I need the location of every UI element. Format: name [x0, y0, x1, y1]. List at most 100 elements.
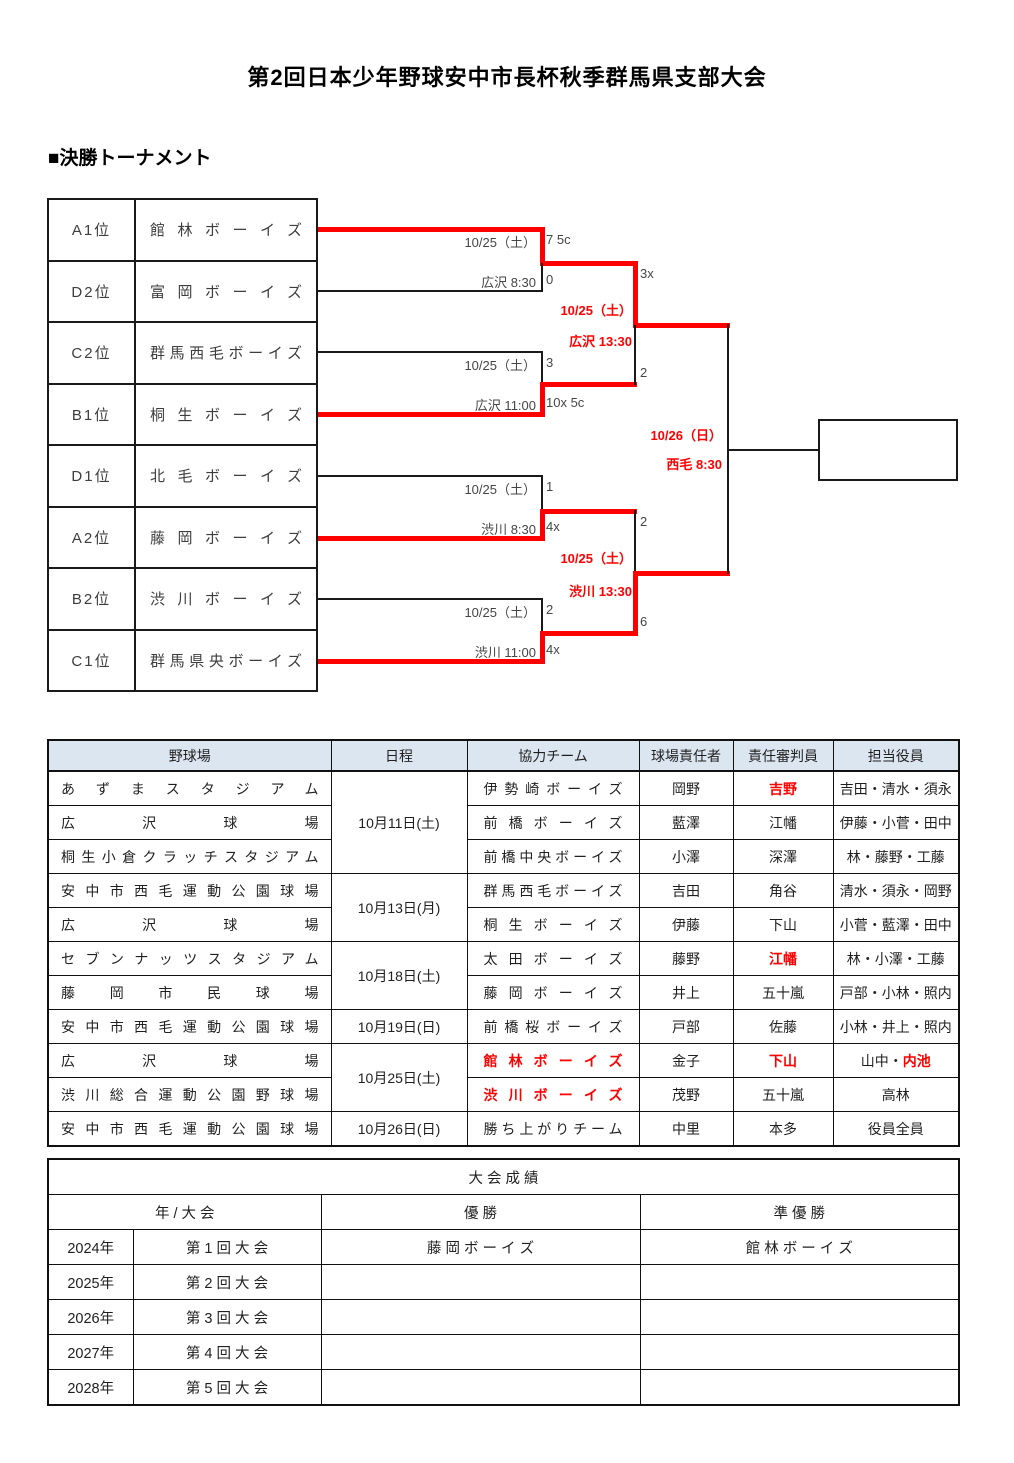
- cell-date: 10月13日(月): [330, 873, 468, 942]
- semifinal1-date: 10/25（土）: [560, 303, 632, 318]
- venue-row: 藤岡市民球場藤岡ボーイズ井上五十嵐戸部・小林・照内: [47, 975, 960, 1010]
- officials-name: 戸部・小林・照内: [839, 984, 952, 1001]
- cell-umpire: 吉野: [732, 770, 834, 806]
- cell-manager: 井上: [638, 975, 734, 1010]
- cell-umpire: 下山: [732, 1043, 834, 1078]
- bracket-line: [318, 351, 543, 353]
- cell-support-team: 前橋桜ボーイズ: [466, 1009, 640, 1044]
- semifinal1-score-bottom: 2: [640, 365, 648, 380]
- match1-score-bottom: 0: [546, 272, 554, 287]
- seed-row: D2位富岡ボーイズ: [47, 259, 318, 323]
- results-row: 2026年第 3 回 大 会: [47, 1299, 960, 1335]
- semifinal2-date: 10/25（土）: [560, 551, 632, 566]
- team-name: 渋川ボーイズ: [134, 567, 318, 631]
- seed-label: B2位: [47, 567, 136, 631]
- semifinal2-venue: 渋川 13:30: [569, 584, 632, 599]
- bracket-line: [318, 226, 545, 232]
- page-title: 第2回日本少年野球安中市長杯秋季群馬県支部大会: [247, 65, 767, 90]
- bracket-line: [632, 261, 638, 328]
- cell-manager: 中里: [638, 1111, 734, 1147]
- results-header-year-event: 年 / 大 会: [47, 1194, 322, 1230]
- seed-label: B1位: [47, 382, 136, 446]
- cell-event: 第 2 回 大 会: [132, 1264, 322, 1300]
- final-venue: 西毛 8:30: [666, 457, 722, 472]
- cell-manager: 吉田: [638, 873, 734, 908]
- officials-name: 小林・井上・照内: [839, 1018, 952, 1035]
- cell-ballpark: 広沢球場: [47, 805, 332, 840]
- cell-umpire: 五十嵐: [732, 975, 834, 1010]
- bracket-line: [728, 449, 818, 451]
- bracket-line: [318, 658, 545, 664]
- team-name: 群馬県央ボーイズ: [134, 628, 318, 692]
- cell-umpire: 江幡: [732, 941, 834, 976]
- match1-date: 10/25（土）: [464, 235, 536, 250]
- cell-event: 第 4 回 大 会: [132, 1334, 322, 1370]
- venue-row: 桐生小倉クラッチスタジアム前橋中央ボーイズ小澤深澤林・藤野・工藤: [47, 839, 960, 874]
- section-heading: ■決勝トーナメント: [48, 148, 212, 169]
- team-name: 桐生ボーイズ: [134, 382, 318, 446]
- officials-name: 小菅・藍澤・田中: [839, 916, 952, 933]
- cell-officials: 小菅・藍澤・田中: [832, 907, 960, 942]
- cell-umpire: 本多: [732, 1111, 834, 1147]
- cell-ballpark: 渋川総合運動公園野球場: [47, 1077, 332, 1112]
- semifinal1-score-top: 3x: [640, 266, 654, 281]
- cell-support-team: 群馬西毛ボーイズ: [466, 873, 640, 908]
- cell-champion: [320, 1264, 641, 1300]
- cell-support-team: 前橋中央ボーイズ: [466, 839, 640, 874]
- results-row: 2028年第 5 回 大 会: [47, 1369, 960, 1406]
- semifinal1-venue: 広沢 13:30: [569, 334, 632, 349]
- cell-event: 第 5 回 大 会: [132, 1369, 322, 1406]
- cell-year: 2024年: [47, 1229, 134, 1265]
- venue-column-header: 担当役員: [832, 739, 960, 772]
- cell-officials: 林・藤野・工藤: [832, 839, 960, 874]
- cell-manager: 金子: [638, 1043, 734, 1078]
- bracket-line: [318, 411, 545, 417]
- final-date: 10/26（日）: [650, 428, 722, 443]
- match2-score-bottom: 10x 5c: [546, 395, 585, 410]
- cell-manager: 伊藤: [638, 907, 734, 942]
- seed-row: D1位北毛ボーイズ: [47, 444, 318, 508]
- cell-date: 10月19日(日): [330, 1009, 468, 1044]
- cell-umpire: 深澤: [732, 839, 834, 874]
- venue-column-header: 責任審判員: [732, 739, 834, 772]
- cell-officials: 戸部・小林・照内: [832, 975, 960, 1010]
- team-name: 藤岡ボーイズ: [134, 505, 318, 569]
- cell-date: 10月18日(土): [330, 941, 468, 1010]
- venue-column-header: 日程: [330, 739, 468, 772]
- cell-date: 10月25日(土): [330, 1043, 468, 1112]
- venue-column-header: 協力チーム: [466, 739, 640, 772]
- venue-column-header: 球場責任者: [638, 739, 734, 772]
- cell-date: 10月11日(土): [330, 770, 468, 874]
- venue-row: 渋川総合運動公園野球場渋川ボーイズ茂野五十嵐高林: [47, 1077, 960, 1112]
- match2-venue: 広沢 11:00: [474, 398, 536, 413]
- officials-name: 吉田・清水・須永: [839, 780, 952, 797]
- match3-score-bottom: 4x: [546, 519, 560, 534]
- cell-runnerup: [639, 1334, 960, 1370]
- cell-support-team: 太田ボーイズ: [466, 941, 640, 976]
- match4-score-top: 2: [546, 602, 554, 617]
- bracket-line: [539, 509, 545, 541]
- match3-venue: 渋川 8:30: [481, 522, 536, 537]
- bracket-line: [634, 510, 636, 574]
- bracket-line: [539, 227, 545, 266]
- officials-name: 山中・: [860, 1052, 903, 1069]
- venue-row: 広沢球場桐生ボーイズ伊藤下山小菅・藍澤・田中: [47, 907, 960, 942]
- bracket-line: [632, 571, 638, 636]
- cell-champion: [320, 1299, 641, 1335]
- bracket-line: [318, 598, 543, 600]
- champion-box: [818, 419, 958, 481]
- officials-name: 内池: [902, 1052, 931, 1069]
- match1-score-top: 7 5c: [546, 232, 571, 247]
- bracket-line: [541, 263, 543, 292]
- cell-umpire: 江幡: [732, 805, 834, 840]
- cell-support-team: 藤岡ボーイズ: [466, 975, 640, 1010]
- results-row: 2024年第 1 回 大 会藤 岡 ボ ー イ ズ館 林 ボ ー イ ズ: [47, 1229, 960, 1265]
- bracket-line: [539, 631, 545, 664]
- seed-row: A2位藤岡ボーイズ: [47, 505, 318, 569]
